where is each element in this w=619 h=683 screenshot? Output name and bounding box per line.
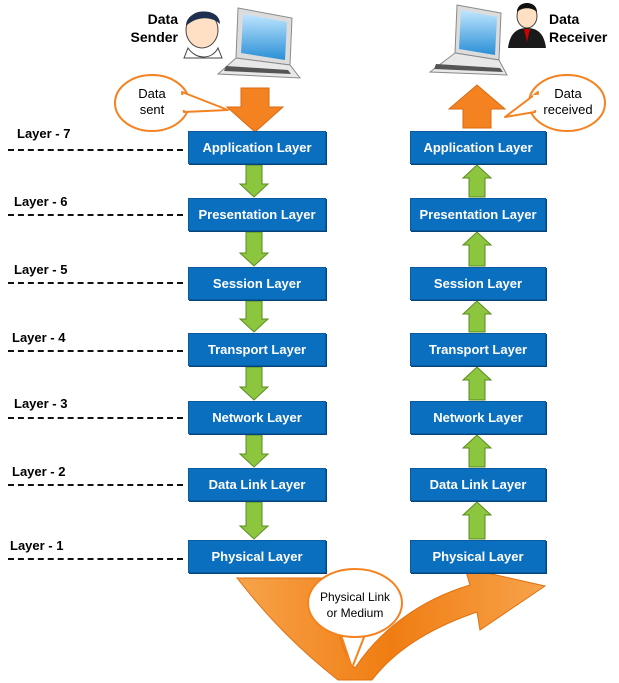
- layer-guide-2: [8, 484, 183, 486]
- receiver-data-link-layer: Data Link Layer: [410, 468, 546, 501]
- layer-tag-6: Layer - 6: [14, 194, 68, 209]
- receiver-session-layer: Session Layer: [410, 267, 546, 300]
- physical-medium-line1: Physical Link: [319, 590, 391, 604]
- physical-medium-callout: [307, 568, 403, 669]
- data-sent-arrow: [225, 87, 285, 133]
- sender-physical-layer: Physical Layer: [188, 540, 326, 573]
- data-received-callout: [504, 74, 606, 132]
- sender-transport-layer: Transport Layer: [188, 333, 326, 366]
- receiver-presentation-layer: Presentation Layer: [410, 198, 546, 231]
- receiver-label-line1: Data: [549, 11, 580, 27]
- receiver-application-layer: Application Layer: [410, 131, 546, 164]
- sender-down-arrow-4: [238, 366, 270, 401]
- receiver-network-layer: Network Layer: [410, 401, 546, 434]
- sender-label-line1: Data: [147, 11, 178, 27]
- receiver-up-arrow-2: [461, 231, 493, 267]
- sender-down-arrow-1: [238, 164, 270, 198]
- data-received-arrow: [447, 84, 507, 129]
- data-received-line2: received: [543, 102, 593, 117]
- layer-guide-7: [8, 149, 183, 151]
- sender-down-arrow-3: [238, 300, 270, 333]
- data-received-text: Data received: [532, 86, 604, 118]
- sender-person-icon: [183, 11, 223, 59]
- sender-network-layer: Network Layer: [188, 401, 326, 434]
- layer-guide-3: [8, 417, 183, 419]
- sender-presentation-layer: Presentation Layer: [188, 198, 326, 231]
- layer-guide-4: [8, 350, 183, 352]
- layer-tag-5: Layer - 5: [14, 262, 68, 277]
- data-received-line1: Data: [554, 86, 582, 101]
- layer-guide-6: [8, 214, 183, 216]
- receiver-laptop-icon: [428, 4, 508, 76]
- layer-tag-4: Layer - 4: [12, 330, 66, 345]
- sender-label-line2: Sender: [130, 29, 178, 45]
- receiver-label: Data Receiver: [549, 10, 607, 46]
- layer-tag-2: Layer - 2: [12, 464, 66, 479]
- data-sent-text: Data sent: [120, 86, 184, 118]
- data-sent-line2: sent: [139, 102, 165, 117]
- data-sent-line1: Data: [138, 86, 166, 101]
- receiver-up-arrow-5: [461, 434, 493, 468]
- sender-application-layer: Application Layer: [188, 131, 326, 164]
- arrows-layer: [238, 164, 493, 540]
- sender-down-arrow-6: [238, 501, 270, 540]
- physical-medium-line2: or Medium: [326, 606, 384, 620]
- receiver-up-arrow-4: [461, 366, 493, 401]
- sender-down-arrow-2: [238, 231, 270, 267]
- sender-label: Data Sender: [122, 10, 178, 46]
- layer-tag-3: Layer - 3: [14, 396, 68, 411]
- receiver-up-arrow-6: [461, 501, 493, 540]
- data-sent-callout: [114, 74, 229, 132]
- layer-guide-5: [8, 282, 183, 284]
- receiver-physical-layer: Physical Layer: [410, 540, 546, 573]
- sender-down-arrow-5: [238, 434, 270, 468]
- receiver-label-line2: Receiver: [549, 29, 608, 45]
- receiver-transport-layer: Transport Layer: [410, 333, 546, 366]
- sender-data-link-layer: Data Link Layer: [188, 468, 326, 501]
- receiver-up-arrow-3: [461, 300, 493, 333]
- receiver-up-arrow-1: [461, 164, 493, 198]
- receiver-person-icon: [508, 3, 546, 48]
- sender-session-layer: Session Layer: [188, 267, 326, 300]
- sender-laptop-icon: [216, 7, 302, 79]
- layer-tag-1: Layer - 1: [10, 538, 64, 553]
- layer-guide-1: [8, 558, 183, 560]
- physical-medium-text: Physical Link or Medium: [310, 589, 400, 621]
- layer-tag-7: Layer - 7: [17, 126, 71, 141]
